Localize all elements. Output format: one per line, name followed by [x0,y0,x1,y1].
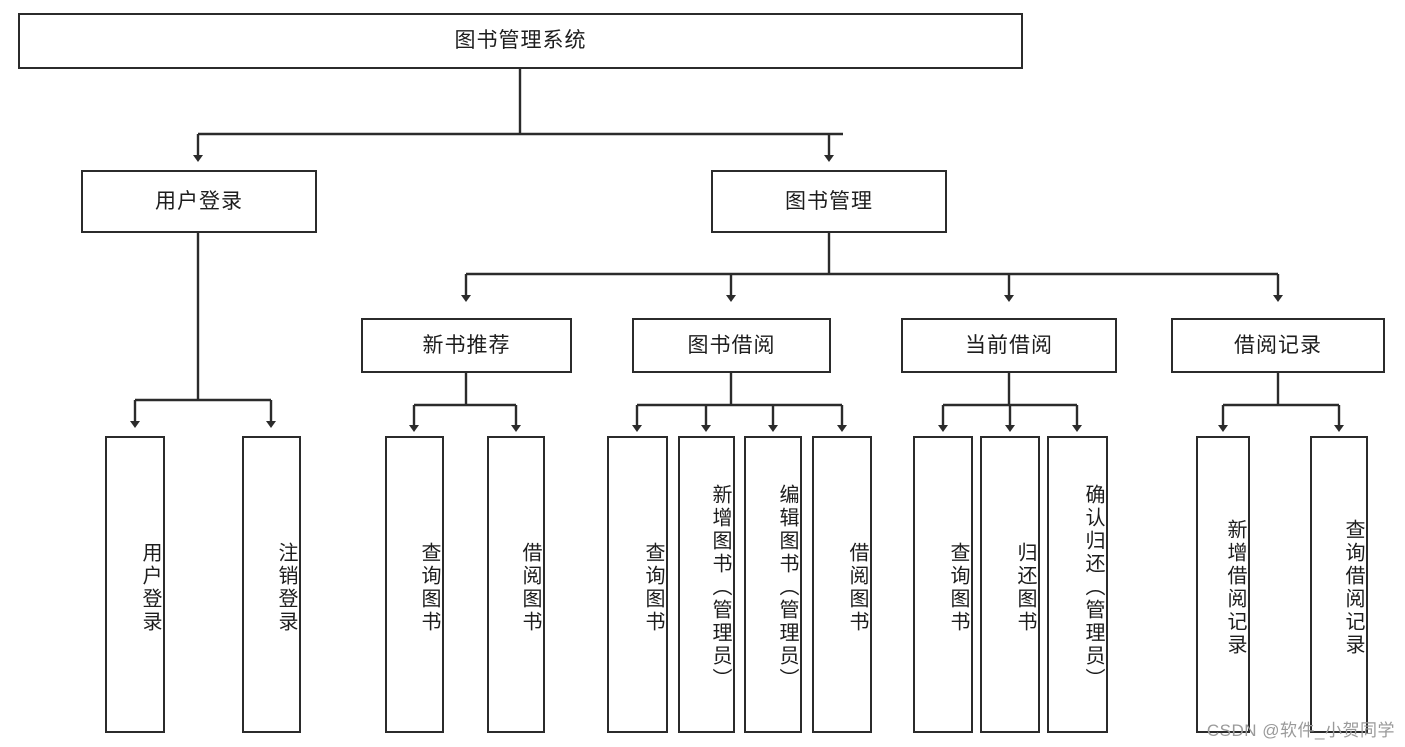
node-leaf-query-borrow-record[interactable]: 查询借阅记录 [1310,436,1368,733]
node-leaf-query-book[interactable]: 查询图书 [607,436,668,733]
node-root[interactable]: 图书管理系统 [18,13,1023,69]
node-leaf-borrow-book[interactable]: 借阅图书 [812,436,872,733]
node-leaf-query-book-label: 查询图书 [642,541,664,634]
watermark-text: CSDN @软件_小贺同学 [1206,721,1395,740]
node-leaf-query-book-current[interactable]: 查询图书 [913,436,973,733]
node-new-book-recommend-label: 新书推荐 [422,333,511,357]
node-leaf-return-book[interactable]: 归还图书 [980,436,1040,733]
node-user-login[interactable]: 用户登录 [81,170,317,233]
node-leaf-confirm-return-admin-label: 确认归还（管理员） [1082,484,1104,691]
node-leaf-return-book-label: 归还图书 [1014,541,1036,634]
node-leaf-logout[interactable]: 注销登录 [242,436,301,733]
node-new-book-recommend[interactable]: 新书推荐 [361,318,572,373]
node-leaf-edit-book-admin[interactable]: 编辑图书（管理员） [744,436,802,733]
node-leaf-edit-book-admin-label: 编辑图书（管理员） [776,484,798,691]
node-leaf-add-borrow-record[interactable]: 新增借阅记录 [1196,436,1250,733]
node-book-management-label: 图书管理 [785,189,873,213]
node-book-borrow[interactable]: 图书借阅 [632,318,831,373]
node-current-borrow[interactable]: 当前借阅 [901,318,1117,373]
node-borrow-record-label: 借阅记录 [1234,333,1322,357]
node-leaf-query-book-current-label: 查询图书 [947,541,969,634]
node-root-label: 图书管理系统 [454,29,587,53]
node-book-borrow-label: 图书借阅 [687,333,776,357]
node-leaf-query-book-recommend-label: 查询图书 [418,541,440,634]
node-borrow-record[interactable]: 借阅记录 [1171,318,1385,373]
node-book-management[interactable]: 图书管理 [711,170,947,233]
node-current-borrow-label: 当前借阅 [965,333,1053,357]
node-leaf-borrow-book-recommend[interactable]: 借阅图书 [487,436,545,733]
node-leaf-borrow-book-label: 借阅图书 [846,541,868,634]
node-leaf-query-book-recommend[interactable]: 查询图书 [385,436,444,733]
node-leaf-confirm-return-admin[interactable]: 确认归还（管理员） [1047,436,1108,733]
node-leaf-borrow-book-recommend-label: 借阅图书 [519,541,541,634]
node-user-login-label: 用户登录 [155,189,243,213]
node-leaf-user-login[interactable]: 用户登录 [105,436,165,733]
node-leaf-add-borrow-record-label: 新增借阅记录 [1224,518,1246,657]
node-leaf-add-book-admin[interactable]: 新增图书（管理员） [678,436,735,733]
node-leaf-user-login-label: 用户登录 [139,541,161,634]
node-leaf-logout-label: 注销登录 [275,541,297,634]
node-leaf-query-borrow-record-label: 查询借阅记录 [1342,518,1364,657]
node-leaf-add-book-admin-label: 新增图书（管理员） [709,484,731,691]
